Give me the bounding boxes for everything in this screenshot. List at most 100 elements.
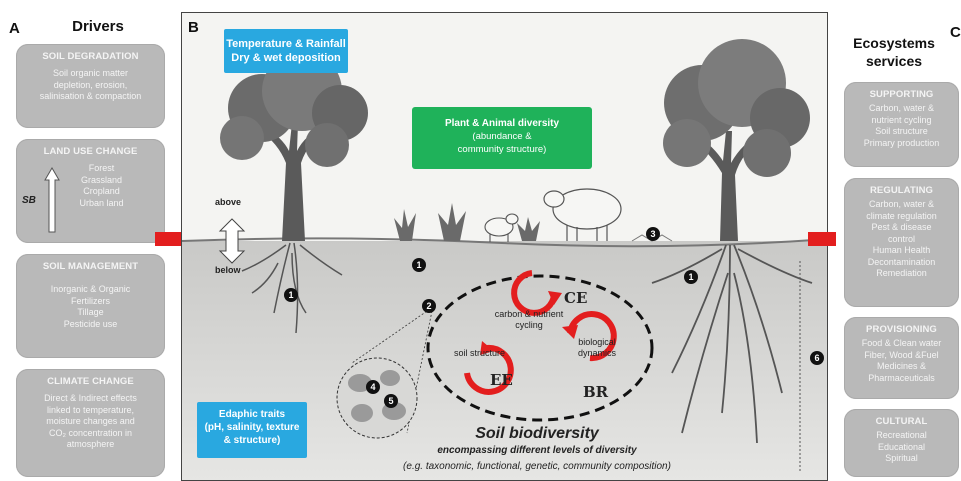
- service-line: Carbon, water &: [868, 103, 935, 113]
- panel-soil-diagram: Temperature & Rainfall Dry & wet deposit…: [181, 12, 828, 481]
- number-marker: 1: [684, 270, 698, 284]
- service-line: Carbon, water &: [868, 199, 935, 209]
- service-heading: PROVISIONING: [866, 324, 937, 335]
- left-roots: [241, 242, 343, 334]
- service-line: control: [887, 233, 915, 244]
- plant-line: Plant & Animal diversity: [444, 118, 560, 129]
- bio-line: biological: [578, 337, 616, 347]
- driver-box-soil-management: SOIL MANAGEMENT Inorganic & Organic Fert…: [16, 254, 165, 358]
- plant-line: community structure): [457, 144, 547, 155]
- title-line: services: [865, 53, 923, 69]
- driver-line: Soil organic matter: [52, 68, 129, 78]
- driver-line: Tillage: [77, 307, 104, 317]
- driver-line: linked to temperature,: [46, 404, 135, 415]
- panel-letter-a: A: [9, 20, 20, 37]
- driver-box-climate-change: CLIMATE CHANGE Direct & Indirect effects…: [16, 369, 165, 477]
- driver-box-soil-degradation: SOIL DEGRADATION Soil organic matter dep…: [16, 44, 165, 128]
- driver-line: atmosphere: [66, 439, 115, 449]
- service-line: Pharmaceuticals: [868, 372, 935, 383]
- service-line: Recreational: [876, 430, 927, 440]
- sheep: [543, 188, 622, 241]
- panel-drivers: A Drivers SOIL DEGRADATION Soil organic …: [0, 0, 178, 481]
- number-marker: 5: [384, 394, 398, 408]
- small-plants: [394, 203, 540, 241]
- driver-line: CO₂ concentration in: [48, 427, 133, 438]
- ce-label: CE: [564, 289, 588, 307]
- panel-letter-b: B: [188, 19, 199, 36]
- service-line: Pest & disease: [871, 222, 932, 232]
- driver-heading: LAND USE CHANGE: [43, 146, 138, 157]
- service-line: Human Health: [872, 245, 931, 255]
- edaphic-line: Edaphic traits: [218, 409, 286, 420]
- right-roots: [651, 244, 813, 444]
- number-marker: 4: [366, 380, 380, 394]
- driver-heading: SOIL DEGRADATION: [42, 51, 139, 62]
- service-line: nutrient cycling: [871, 114, 932, 125]
- up-arrow-icon: [44, 167, 60, 233]
- zoom-circle: [336, 357, 418, 439]
- service-line: Primary production: [863, 137, 940, 148]
- above-label: above: [215, 197, 242, 207]
- driver-line: Grassland: [80, 174, 123, 185]
- service-line: Medicines &: [876, 361, 927, 371]
- edaphic-traits-box: Edaphic traits (pH, salinity, texture & …: [197, 402, 307, 458]
- driver-line: Direct & Indirect effects: [44, 393, 137, 403]
- driver-line: Forest: [88, 163, 115, 173]
- driver-heading: CLIMATE CHANGE: [47, 376, 134, 387]
- driver-line: depletion, erosion,: [53, 79, 128, 90]
- ee-label: EE: [490, 371, 513, 389]
- ecosystem-services-title: Ecosystems services: [844, 34, 944, 70]
- deposition-line: Dry & wet deposition: [231, 52, 341, 64]
- soil-biodiversity-subtitle: encompassing different levels of diversi…: [437, 445, 637, 456]
- service-heading: SUPPORTING: [869, 89, 934, 100]
- service-line: climate regulation: [866, 210, 937, 221]
- driver-line: Pesticide use: [63, 318, 118, 329]
- title-line: Ecosystems: [853, 35, 935, 51]
- driver-line: Fertilizers: [70, 295, 110, 306]
- driver-line: moisture changes and: [46, 416, 135, 426]
- service-box-supporting: SUPPORTING Carbon, water & nutrient cycl…: [844, 82, 959, 167]
- service-line: Remediation: [876, 268, 927, 278]
- soil-biodiversity-title: Soil biodiversity: [475, 425, 599, 442]
- number-marker: 1: [284, 288, 298, 302]
- driver-box-land-use-change: LAND USE CHANGE Forest Grassland Croplan…: [16, 139, 165, 243]
- plant-line: (abundance &: [472, 131, 532, 142]
- drivers-title: Drivers: [72, 18, 124, 35]
- above-below-arrow-icon: [218, 218, 246, 264]
- service-line: Soil structure: [875, 126, 928, 136]
- service-line: Educational: [877, 441, 926, 452]
- driver-heading: SOIL MANAGEMENT: [42, 261, 139, 272]
- carbon-line: cycling: [515, 320, 543, 330]
- carbon-line: carbon & nutrient: [494, 309, 564, 319]
- service-box-provisioning: PROVISIONING Food & Clean water Fiber, W…: [844, 317, 959, 399]
- lamb: [484, 213, 519, 242]
- right-tree: [663, 39, 810, 241]
- soil-structure-label: soil structure: [454, 348, 506, 358]
- panel-ecosystem-services: Ecosystems services C SUPPORTING Carbon,…: [836, 12, 961, 481]
- br-label: BR: [583, 383, 609, 401]
- number-marker: 3: [646, 227, 660, 241]
- service-heading: CULTURAL: [875, 416, 928, 427]
- number-marker: 2: [422, 299, 436, 313]
- driver-line: Inorganic & Organic: [50, 284, 131, 294]
- service-box-regulating: REGULATING Carbon, water & climate regul…: [844, 178, 959, 307]
- sb-label: SB: [22, 195, 36, 206]
- below-label: below: [215, 265, 241, 275]
- service-line: Fiber, Wood &Fuel: [864, 349, 939, 360]
- biological-dynamics-label: biological dynamics: [567, 337, 627, 359]
- left-tree: [220, 51, 368, 241]
- edaphic-line: (pH, salinity, texture: [204, 422, 300, 433]
- panel-letter-c: C: [950, 24, 961, 41]
- bio-line: dynamics: [577, 348, 616, 358]
- driver-line: Urban land: [79, 197, 124, 208]
- diversity-examples: (e.g. taxonomic, functional, genetic, co…: [403, 461, 671, 472]
- cycle-arrows: [464, 270, 617, 395]
- plant-animal-diversity-box: Plant & Animal diversity (abundance & co…: [412, 107, 592, 169]
- soil-ellipse: [426, 274, 654, 422]
- carbon-cycling-label: carbon & nutrient cycling: [474, 309, 584, 331]
- service-heading: REGULATING: [869, 185, 934, 196]
- number-marker: 1: [412, 258, 426, 272]
- driver-line: salinisation & compaction: [39, 91, 142, 101]
- temp-line: Temperature & Rainfall: [226, 38, 346, 50]
- number-marker: 6: [810, 351, 824, 365]
